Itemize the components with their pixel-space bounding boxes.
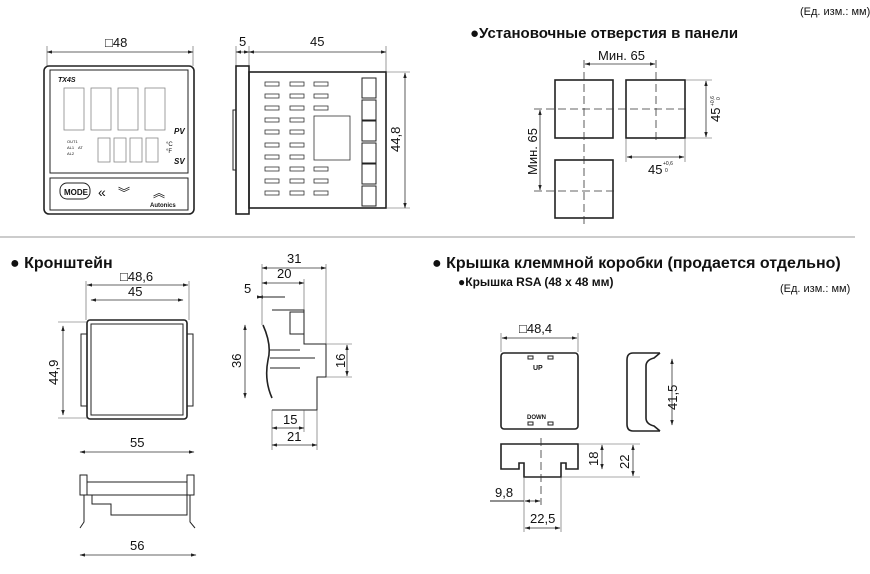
hole-width-tol-minus: 0 xyxy=(665,168,668,174)
controller-side-view: 5 45 44,8 xyxy=(232,34,410,215)
brand-logo: Autonics xyxy=(150,203,176,209)
cover-h22-dim: 22 xyxy=(617,455,632,469)
bracket-inner-dim: 45 xyxy=(128,284,142,299)
hole-width-tol-plus: +0,6 xyxy=(663,161,673,167)
bracket-side-36: 36 xyxy=(229,354,244,368)
bracket-bottom-top-dim: 55 xyxy=(130,435,144,450)
bracket-side-5: 5 xyxy=(244,281,251,296)
hole-height-tol-minus: 0 xyxy=(716,97,722,100)
pv-label: PV xyxy=(174,127,185,136)
controller-width-dim: □48 xyxy=(105,35,127,50)
unit-f-label: °F xyxy=(166,149,172,155)
units-note-cover: (Ед. изм.: мм) xyxy=(780,283,850,295)
bracket-side-20: 20 xyxy=(277,266,291,281)
min-spacing-horizontal: Мин. 65 xyxy=(598,48,645,63)
hole-height-dim: 45 xyxy=(708,108,723,122)
bracket-height-dim: 44,9 xyxy=(46,360,61,385)
bracket: ● Кронштейн □48,6 45 44,9 55 56 31 20 5 … xyxy=(10,251,352,557)
bezel-depth-dim: 5 xyxy=(239,34,246,49)
hole-width-dim: 45 xyxy=(648,162,662,177)
cover-h18-dim: 18 xyxy=(586,452,601,466)
unit-c-label: °C xyxy=(166,142,173,148)
body-height-dim: 44,8 xyxy=(388,127,403,152)
indicator-at: AT xyxy=(78,145,83,150)
terminal-cover: ● Крышка клеммной коробки (продается отд… xyxy=(432,255,850,532)
min-spacing-vertical: Мин. 65 xyxy=(525,128,540,175)
cover-up-label: UP xyxy=(533,365,543,372)
model-label: TX4S xyxy=(58,77,76,84)
mode-button xyxy=(59,182,91,200)
indicator-al2: AL2 xyxy=(67,151,75,156)
up-arrow-icon: ︽ xyxy=(153,186,165,200)
cover-side-height-dim: 41,5 xyxy=(665,385,680,410)
bracket-side-21: 21 xyxy=(287,429,301,444)
controller-front-view: □48 TX4S PV SV °C °F OUT1 AL1 AT AL2 MOD… xyxy=(43,35,195,215)
cover-size-dim: □48,4 xyxy=(519,321,552,336)
cover-w98-dim: 9,8 xyxy=(495,485,513,500)
bracket-side-16: 16 xyxy=(333,354,348,368)
indicator-out1: OUT1 xyxy=(67,139,78,144)
down-arrow-icon: ︾ xyxy=(118,186,130,200)
body-depth-dim: 45 xyxy=(310,34,324,49)
panel-cutout-title: ●Установочные отверстия в панели xyxy=(470,25,738,42)
bracket-outer-dim: □48,6 xyxy=(120,269,153,284)
sv-label: SV xyxy=(174,157,185,166)
mode-button-label: MODE xyxy=(64,188,89,197)
bracket-side-31: 31 xyxy=(287,251,301,266)
indicator-al1: AL1 xyxy=(67,145,75,150)
shift-left-icon: « xyxy=(98,184,106,200)
cover-w225-dim: 22,5 xyxy=(530,511,555,526)
cover-subtitle: ●Крышка RSA (48 х 48 мм) xyxy=(458,275,614,289)
cover-down-label: DOWN xyxy=(527,415,546,421)
units-note-top: (Ед. изм.: мм) xyxy=(800,6,870,18)
panel-cutout: ●Установочные отверстия в панели Мин. 65… xyxy=(470,25,738,224)
cover-title: ● Крышка клеммной коробки (продается отд… xyxy=(432,255,841,272)
bracket-title: ● Кронштейн xyxy=(10,255,113,272)
hole-height-tol-plus: +0,6 xyxy=(710,96,716,106)
bracket-side-15: 15 xyxy=(283,412,297,427)
bracket-bottom-bot-dim: 56 xyxy=(130,538,144,553)
